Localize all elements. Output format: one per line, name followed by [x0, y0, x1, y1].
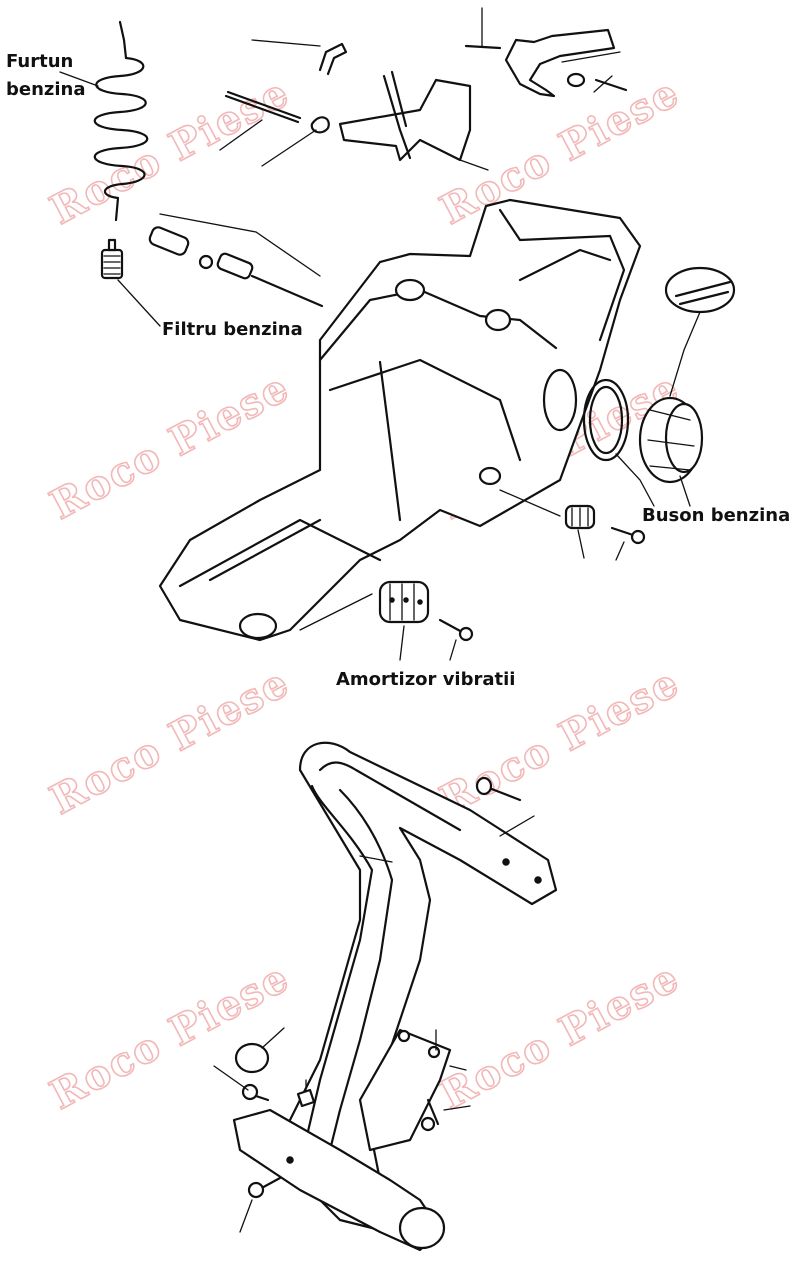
bracket-drawing [213, 1027, 471, 1252]
vibration-damper-drawing [299, 580, 474, 661]
fuel-cap-drawing [582, 266, 736, 507]
throttle-parts-drawing [219, 39, 489, 171]
trigger-parts-drawing [464, 7, 628, 98]
bushing-screw-drawing [499, 489, 646, 561]
label-fuel-hose-line2: benzina [6, 79, 86, 100]
fuel-tank-housing-drawing [158, 198, 642, 642]
label-fuel-filter: Filtru benzina [162, 319, 303, 340]
fuel-filter-drawing [100, 238, 161, 327]
fuel-hose-drawing [59, 20, 149, 222]
watermark: Roco Piese [433, 954, 688, 1119]
label-fuel-cap: Buson benzina [642, 505, 791, 526]
label-fuel-hose-line1: Furtun [6, 51, 74, 72]
fuel-pickup-drawing [148, 213, 324, 308]
watermark: Roco Piese [43, 659, 298, 824]
label-vibration-damper: Amortizor vibratii [336, 669, 516, 690]
watermark: Roco Piese [43, 954, 298, 1119]
